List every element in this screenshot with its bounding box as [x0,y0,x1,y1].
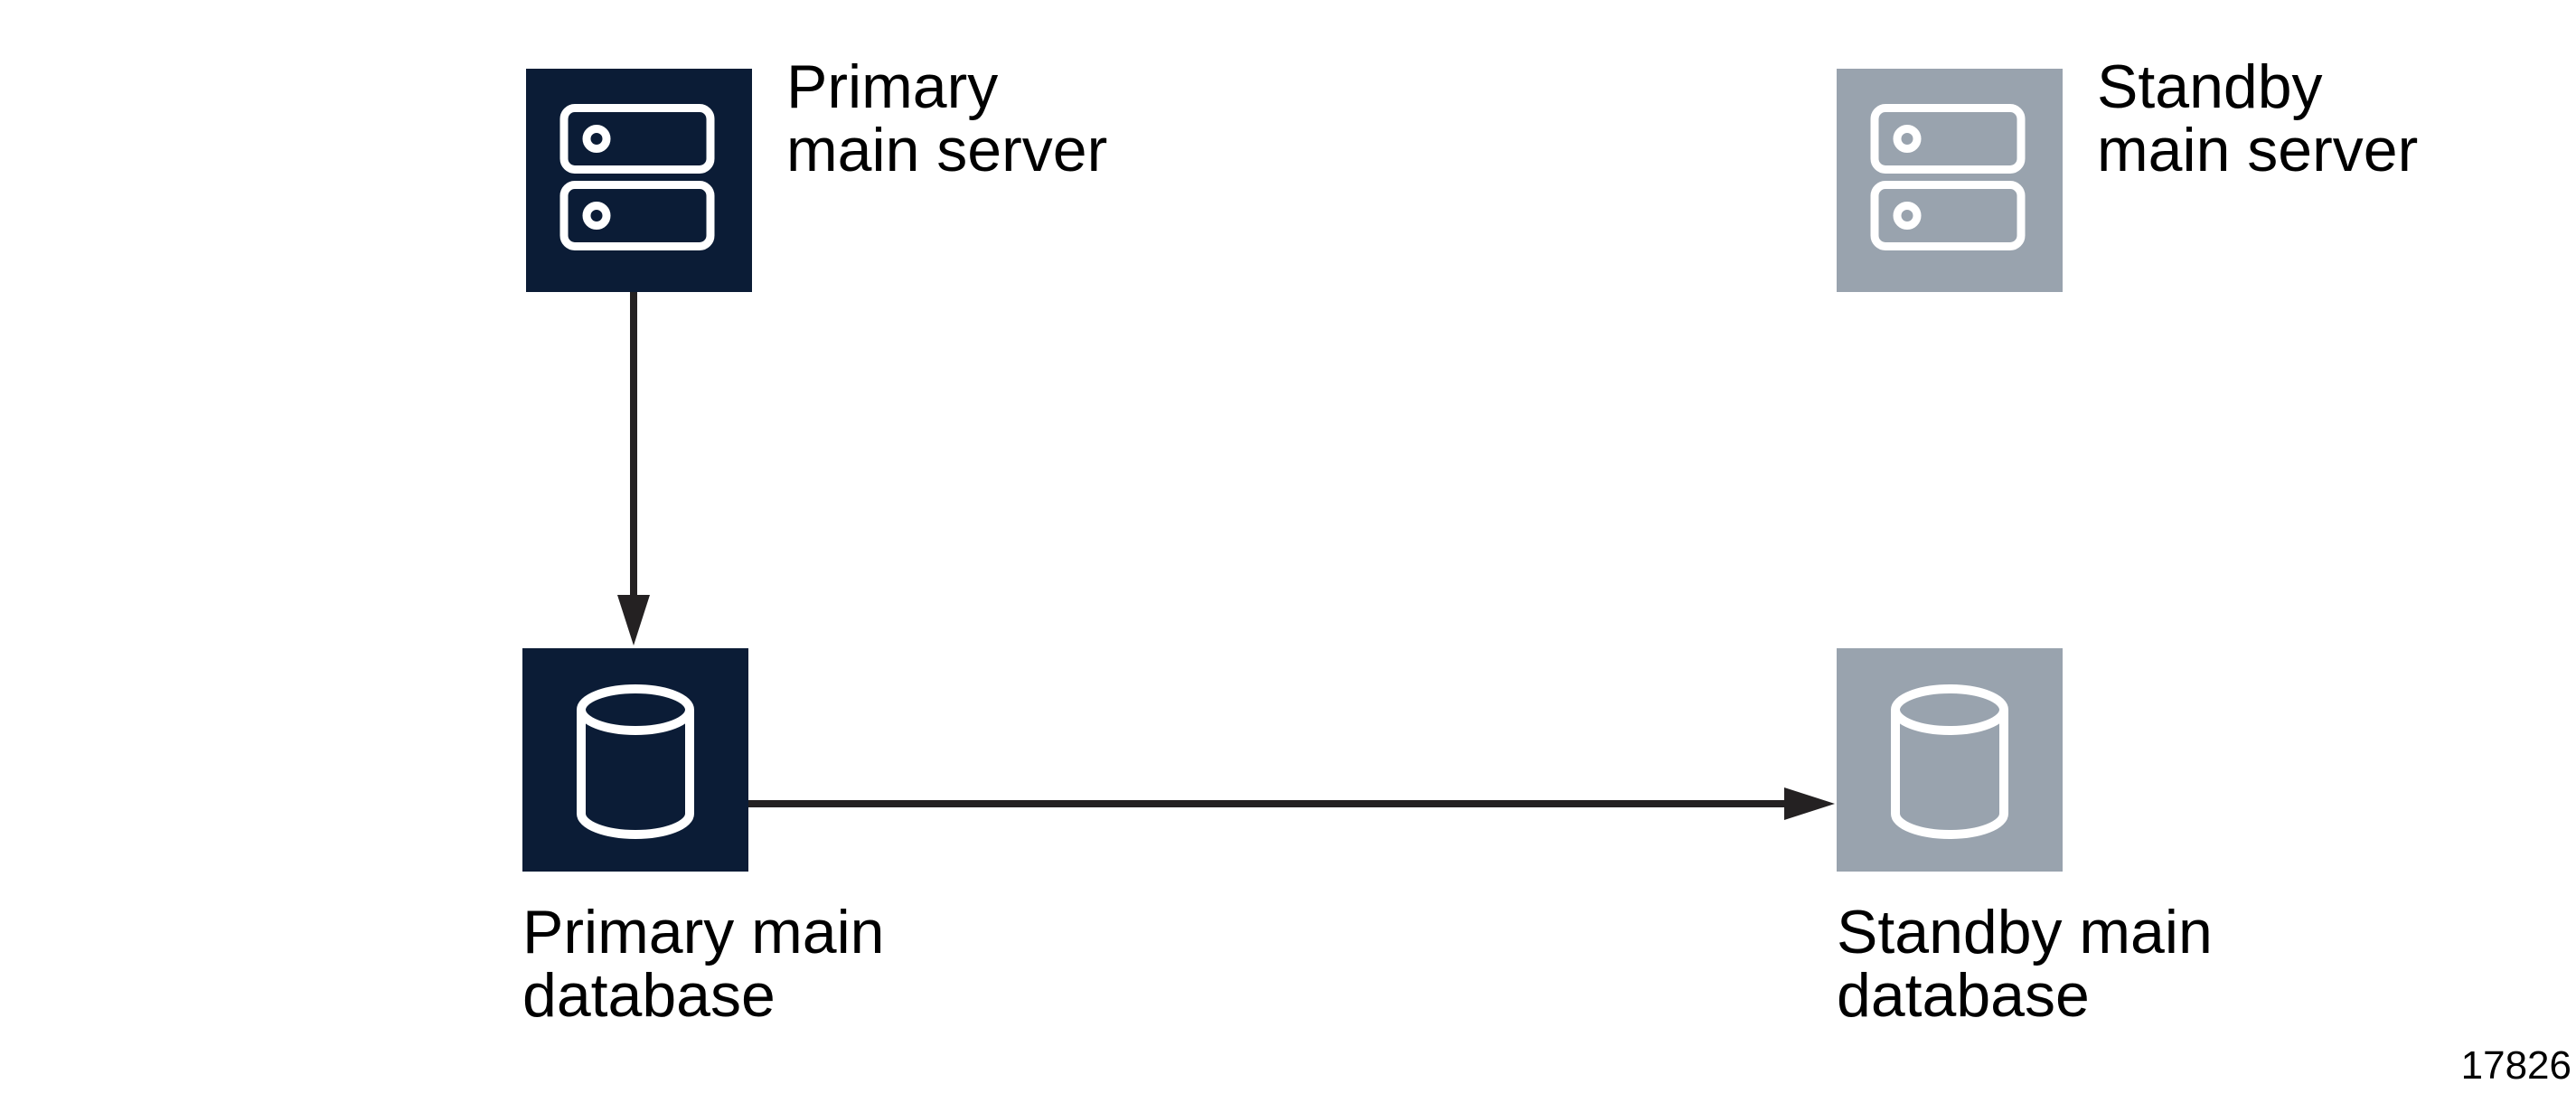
label-line: database [522,961,776,1030]
primary-main-server-label: Primary main server [786,55,1107,182]
standby-main-database-label: Standby main database [1837,900,2213,1027]
primary-main-database-node [522,648,748,872]
arrow-primary-server-to-primary-database [617,291,650,646]
primary-main-database-label: Primary main database [522,900,885,1027]
server-icon [559,104,715,250]
label-line: database [1837,961,2090,1030]
standby-main-server-label: Standby main server [2097,55,2418,182]
database-icon [1891,684,2008,839]
arrow-primary-database-to-standby-database [748,787,1835,820]
label-line: main server [2097,116,2419,184]
primary-main-server-node [526,69,752,292]
label-line: Standby main [1837,898,2213,966]
label-line: Standby [2097,52,2323,121]
database-icon [577,684,694,839]
label-line: Primary [786,52,999,121]
standby-main-server-node [1837,69,2063,292]
figure-number: 17826 [2460,1043,2571,1088]
label-line: Primary main [522,898,885,966]
label-line: main server [786,116,1108,184]
server-icon [1870,104,2026,250]
standby-main-database-node [1837,648,2063,872]
